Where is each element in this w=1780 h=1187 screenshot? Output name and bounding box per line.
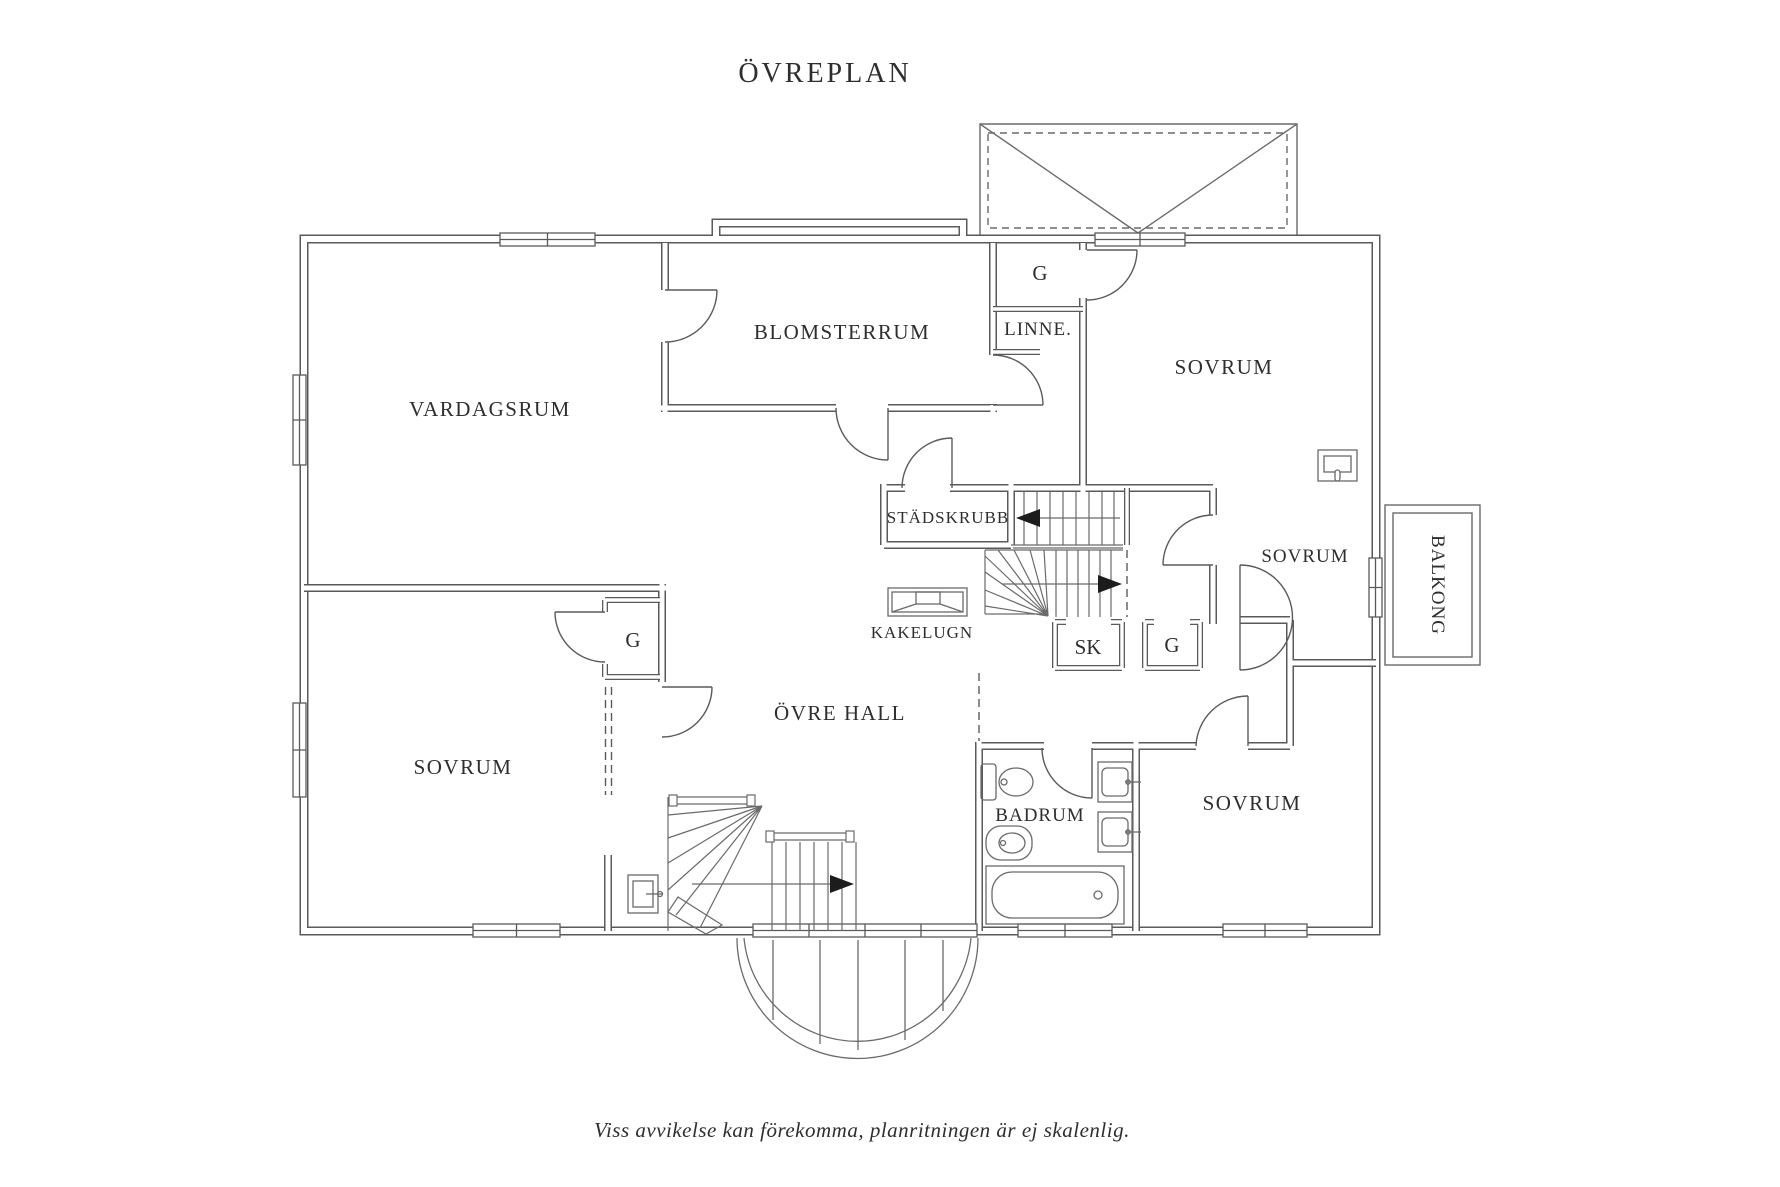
door-garderob-left <box>554 611 606 663</box>
arrow-left-icon <box>1016 509 1040 527</box>
window <box>1017 923 1113 938</box>
room-label-stadskrubb: STÄDSKRUBB <box>887 508 1009 527</box>
toilet-icon <box>980 763 1034 801</box>
room-label-sovrum-bottom-left: SOVRUM <box>414 755 513 779</box>
sink-basin <box>1317 449 1358 482</box>
stair-direction-arrows-central <box>1016 509 1122 593</box>
closet-label-sk: SK <box>1075 635 1102 659</box>
arrow-right-icon <box>1098 575 1122 593</box>
curved-bay <box>736 937 979 1060</box>
door-hall-blomsterrum <box>835 407 889 461</box>
room-label-sovrum-mid-right: SOVRUM <box>1261 546 1348 567</box>
door-swing-half <box>1239 564 1294 671</box>
room-label-sovrum-top-right: SOVRUM <box>1175 355 1274 379</box>
bathroom-fixtures <box>980 761 1141 925</box>
room-label-sovrum-bottom-right: SOVRUM <box>1203 791 1302 815</box>
lower-staircase <box>667 794 857 935</box>
room-label-blomsterrum: BLOMSTERRUM <box>754 320 930 344</box>
room-label-ovre-hall: ÖVRE HALL <box>774 701 906 725</box>
window <box>1094 232 1186 247</box>
closet-label-garderob-left: G <box>625 628 640 652</box>
exterior-walls <box>299 218 1381 936</box>
doors <box>554 249 1294 799</box>
window <box>752 923 978 938</box>
room-label-vardagsrum: VARDAGSRUM <box>409 397 571 421</box>
balcony <box>1384 504 1481 666</box>
door-stadskrubb <box>901 437 953 489</box>
closet-partitions <box>602 306 1203 680</box>
window <box>292 702 307 798</box>
door-sovrum-bottom-left <box>661 686 713 738</box>
bathtub-icon <box>985 865 1125 925</box>
closet-label-garderob-mid: G <box>1164 633 1179 657</box>
cabinet <box>627 874 664 914</box>
page-title: ÖVREPLAN <box>738 58 911 89</box>
window <box>1222 923 1308 938</box>
window <box>472 923 561 938</box>
door-corridor <box>992 354 1044 406</box>
interior-walls <box>304 243 1376 931</box>
windows <box>292 232 1383 938</box>
closet-label-garderob-top: G <box>1032 261 1047 285</box>
sink-icon <box>1097 761 1141 803</box>
dashed-wardrobe-lines <box>604 550 1128 795</box>
door-sovrum-mid <box>1162 514 1214 566</box>
kakelugn-stove <box>887 587 968 617</box>
arrow-right-icon <box>830 875 854 893</box>
window <box>499 232 596 247</box>
door-sovrum-bottom-right <box>1195 695 1249 747</box>
dormer-roof-outline <box>979 123 1298 235</box>
feature-label-kakelugn: KAKELUGN <box>871 623 973 642</box>
door-blomsterrum <box>664 289 718 343</box>
disclaimer-text: Viss avvikelse kan förekomma, planritnin… <box>594 1118 1130 1142</box>
room-label-balkong: BALKONG <box>1427 535 1448 635</box>
balcony-door-window <box>1368 557 1383 618</box>
door-garderob-top <box>1086 249 1138 301</box>
room-label-linne: LINNE. <box>1004 319 1072 340</box>
bidet-icon <box>985 825 1033 861</box>
room-label-badrum: BADRUM <box>995 805 1084 826</box>
window <box>292 374 307 466</box>
door-badrum <box>1041 747 1093 799</box>
sink-icon <box>1097 811 1141 853</box>
